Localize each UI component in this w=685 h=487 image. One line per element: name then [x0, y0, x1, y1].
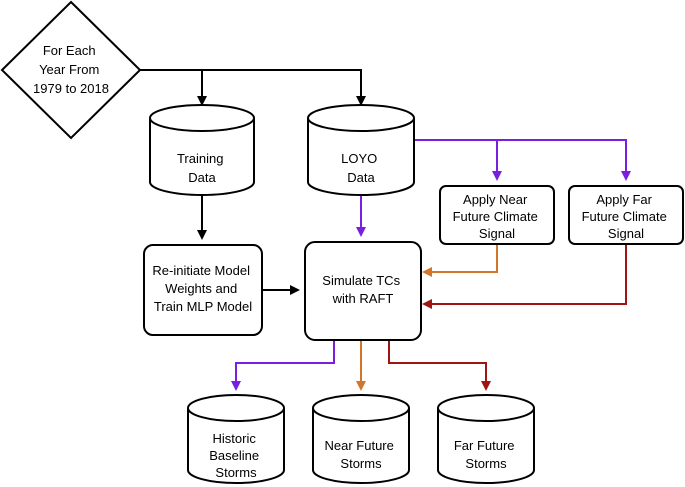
node-far-storms: Far Future Storms: [437, 394, 535, 484]
node-retrain-line: Re-initiate Model: [152, 263, 250, 278]
node-loop-line: For Each: [43, 43, 96, 58]
node-near-storms-line: Near Future: [325, 438, 394, 453]
edge-simulate-to-historic: [231, 340, 335, 391]
node-retrain-line: Train MLP Model: [154, 299, 252, 314]
node-far-signal-line: Signal: [608, 226, 644, 241]
node-historic-line: Storms: [215, 465, 257, 480]
node-far-signal-line: Apply Far: [596, 192, 652, 207]
node-simulate: Simulate TCs with RAFT: [304, 241, 422, 341]
node-training-data: Training Data: [149, 104, 255, 196]
node-near-storms-label: Near Future Storms: [325, 438, 398, 471]
node-far-storms-label: Far Future Storms: [454, 438, 518, 471]
node-near-storms-line: Storms: [340, 456, 382, 471]
edge-loyo-to-far-signal: [497, 139, 631, 181]
node-training-line: Data: [188, 170, 216, 185]
node-loyo-line: Data: [347, 170, 375, 185]
node-near-storms: Near Future Storms: [312, 394, 410, 484]
edge-near-signal-to-simulate: [422, 244, 498, 277]
node-historic-storms-label: Historic Baseline Storms: [209, 431, 263, 480]
node-training-line: Training: [177, 151, 223, 166]
edge-simulate-to-far-storms: [388, 340, 491, 391]
node-near-signal-line: Signal: [479, 226, 515, 241]
node-loyo-data: LOYO Data: [307, 104, 415, 196]
node-loyo-line: LOYO: [341, 151, 377, 166]
node-retrain-label: Re-initiate Model Weights and Train MLP …: [152, 263, 253, 314]
node-near-signal: Apply Near Future Climate Signal: [439, 185, 555, 245]
node-simulate-line: with RAFT: [332, 291, 394, 306]
node-loop: For Each Year From 1979 to 2018: [0, 0, 142, 140]
node-far-signal-line: Future Climate: [582, 209, 667, 224]
node-far-storms-line: Far Future: [454, 438, 515, 453]
edge-loyo-to-near-signal: [414, 139, 502, 181]
node-near-signal-label: Apply Near Future Climate Signal: [453, 192, 542, 241]
edge-loop-to-loyo: [202, 69, 366, 106]
node-loyo-data-label: LOYO Data: [341, 151, 381, 185]
node-loop-line: Year From: [39, 62, 99, 77]
node-simulate-label: Simulate TCs with RAFT: [322, 273, 403, 306]
node-retrain: Re-initiate Model Weights and Train MLP …: [143, 244, 263, 336]
node-training-data-label: Training Data: [177, 151, 227, 185]
node-retrain-line: Weights and: [165, 281, 237, 296]
edge-far-signal-to-simulate: [422, 244, 627, 309]
node-near-signal-line: Apply Near: [463, 192, 528, 207]
node-far-signal-label: Apply Far Future Climate Signal: [582, 192, 671, 241]
node-loop-line: 1979 to 2018: [33, 81, 109, 96]
edge-loop-to-training: [140, 69, 207, 106]
node-historic-storms: Historic Baseline Storms: [187, 394, 285, 484]
node-near-signal-line: Future Climate: [453, 209, 538, 224]
node-simulate-line: Simulate TCs: [322, 273, 400, 288]
node-historic-line: Baseline: [209, 448, 259, 463]
node-far-storms-line: Storms: [465, 456, 507, 471]
connectors: [140, 69, 631, 391]
node-historic-line: Historic: [213, 431, 257, 446]
node-loop-label: For Each Year From 1979 to 2018: [33, 43, 109, 96]
node-far-signal: Apply Far Future Climate Signal: [568, 185, 684, 245]
